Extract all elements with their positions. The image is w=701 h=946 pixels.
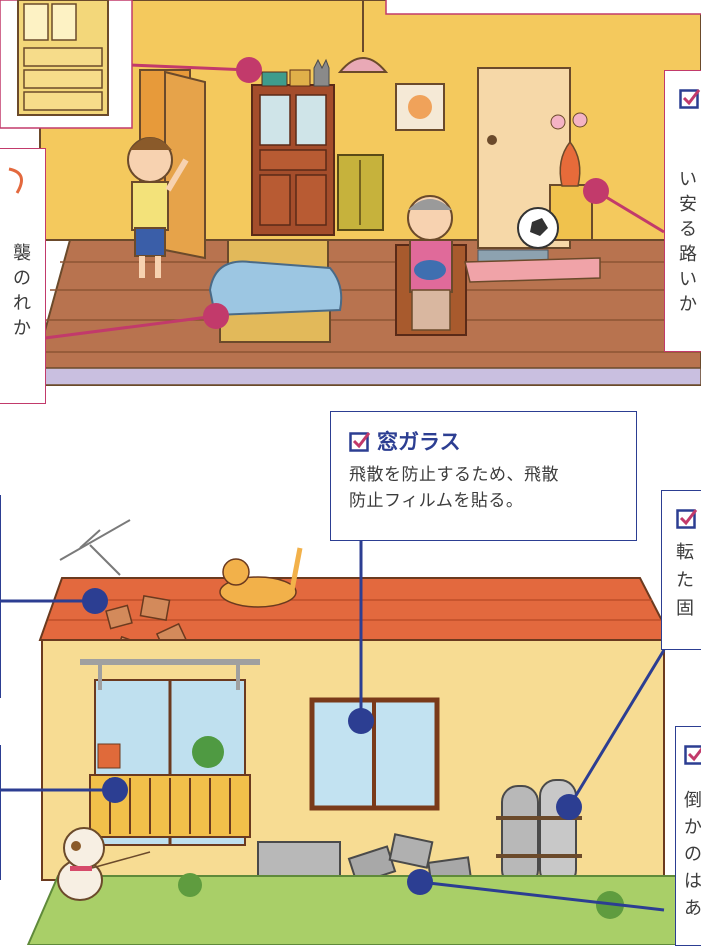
callout-right-partial-top: い 安 る 路 い か bbox=[664, 70, 701, 352]
callout-left-partial-top: 襲 の れ か bbox=[0, 148, 46, 404]
callout-window-glass-title-row: 窓ガラス bbox=[349, 426, 618, 456]
callout-window-glass-title: 窓ガラス bbox=[377, 426, 461, 456]
callout-window-glass-body: 飛散を防止するため、飛散 防止フィルムを貼る。 bbox=[349, 462, 618, 514]
checkbox-checked-icon bbox=[676, 507, 698, 529]
callout-window-glass: 窓ガラス 飛散を防止するため、飛散 防止フィルムを貼る。 bbox=[330, 411, 637, 541]
checkbox-checked-icon bbox=[679, 87, 701, 109]
callout-right-partial-mid: 転 た 固 bbox=[661, 490, 701, 650]
checkbox-checked-icon bbox=[684, 743, 701, 765]
checkbox-checked-icon bbox=[349, 430, 371, 452]
callout-right-mid-text: 転 た 固 bbox=[676, 539, 694, 623]
callout-right-bottom-text: 倒 か の は あ bbox=[684, 787, 701, 922]
callout-left-text: 襲 の れ か bbox=[13, 241, 31, 341]
cupboard-illustration bbox=[0, 0, 132, 128]
orange-arc-decoration bbox=[7, 165, 37, 195]
house-illustration bbox=[0, 520, 701, 945]
top-callout-frame bbox=[386, 0, 701, 14]
callout-right-text: い 安 る 路 い か bbox=[679, 167, 697, 317]
callout-right-partial-bottom: 倒 か の は あ bbox=[675, 726, 701, 946]
